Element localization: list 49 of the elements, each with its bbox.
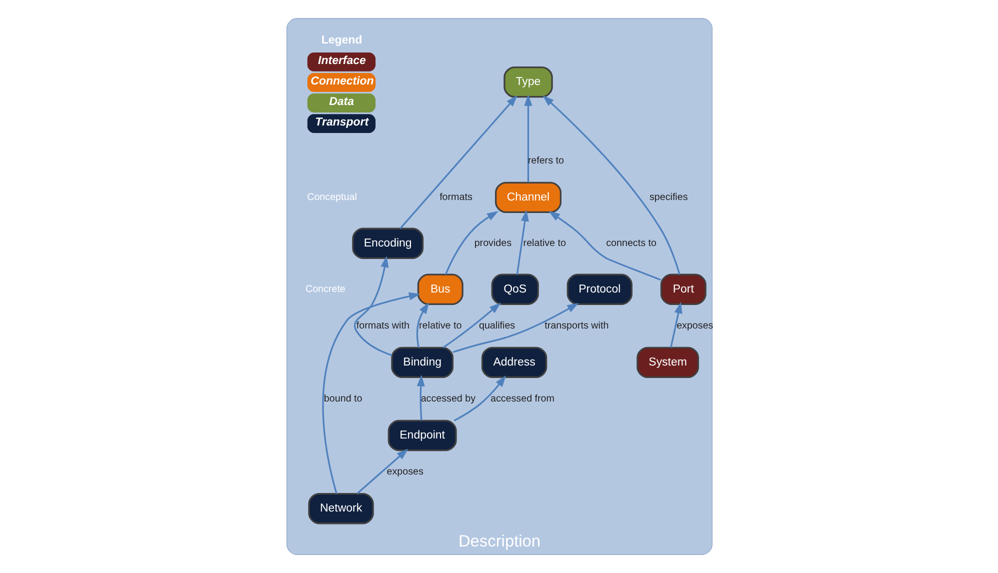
label: Concrete <box>304 284 345 295</box>
edge-label: provides <box>474 238 512 249</box>
node-box: Type <box>503 66 552 98</box>
edge-label: connects to <box>606 238 656 249</box>
arrow <box>322 292 420 494</box>
arrow <box>516 210 528 275</box>
legend-label: Interface <box>318 55 366 68</box>
node-box: Bus <box>416 274 463 305</box>
arrow <box>452 303 578 353</box>
edge-label: qualifies <box>478 320 515 332</box>
arrow <box>356 448 408 494</box>
node-box: Network <box>308 493 374 524</box>
edge-label: formats <box>439 192 472 203</box>
edge-label: relative to <box>418 320 462 332</box>
node-box: Protocol <box>566 274 632 305</box>
edge-label: bound to <box>323 394 362 405</box>
edge-label: exposes <box>676 320 713 332</box>
arrow <box>670 302 682 348</box>
edge-label: refers to <box>527 155 564 166</box>
edge-label: specifies <box>648 192 688 203</box>
edge-label: transports with <box>544 320 608 332</box>
label: Legend <box>320 34 362 47</box>
node-box: Port <box>660 274 706 305</box>
edge-label: exposes <box>386 466 423 478</box>
arrow <box>524 94 532 182</box>
node-box: System <box>636 346 699 378</box>
edge-label: formats with <box>356 320 409 332</box>
arrow <box>416 302 429 348</box>
arrow <box>399 95 517 229</box>
node-box: Address <box>480 346 547 378</box>
arrow <box>453 375 506 422</box>
node-box: Encoding <box>352 228 424 259</box>
edge-label: accessed from <box>490 394 554 405</box>
node-box: QoS <box>490 274 538 305</box>
node-box: Endpoint <box>387 420 456 452</box>
arrow <box>542 95 680 275</box>
edge-label: accessed by <box>420 394 476 405</box>
arrow <box>442 302 500 348</box>
arrow <box>444 211 498 275</box>
legend-label: Connection <box>310 76 374 88</box>
arrow <box>548 210 661 281</box>
edge-label: relative to <box>522 238 566 249</box>
node-box: Binding <box>390 346 454 378</box>
label: Conceptual <box>306 192 356 203</box>
legend-label: Data <box>328 96 354 108</box>
arrow <box>353 256 392 356</box>
node-box: Channel <box>494 182 561 214</box>
legend-label: Transport <box>314 116 368 129</box>
arrow <box>416 374 424 421</box>
